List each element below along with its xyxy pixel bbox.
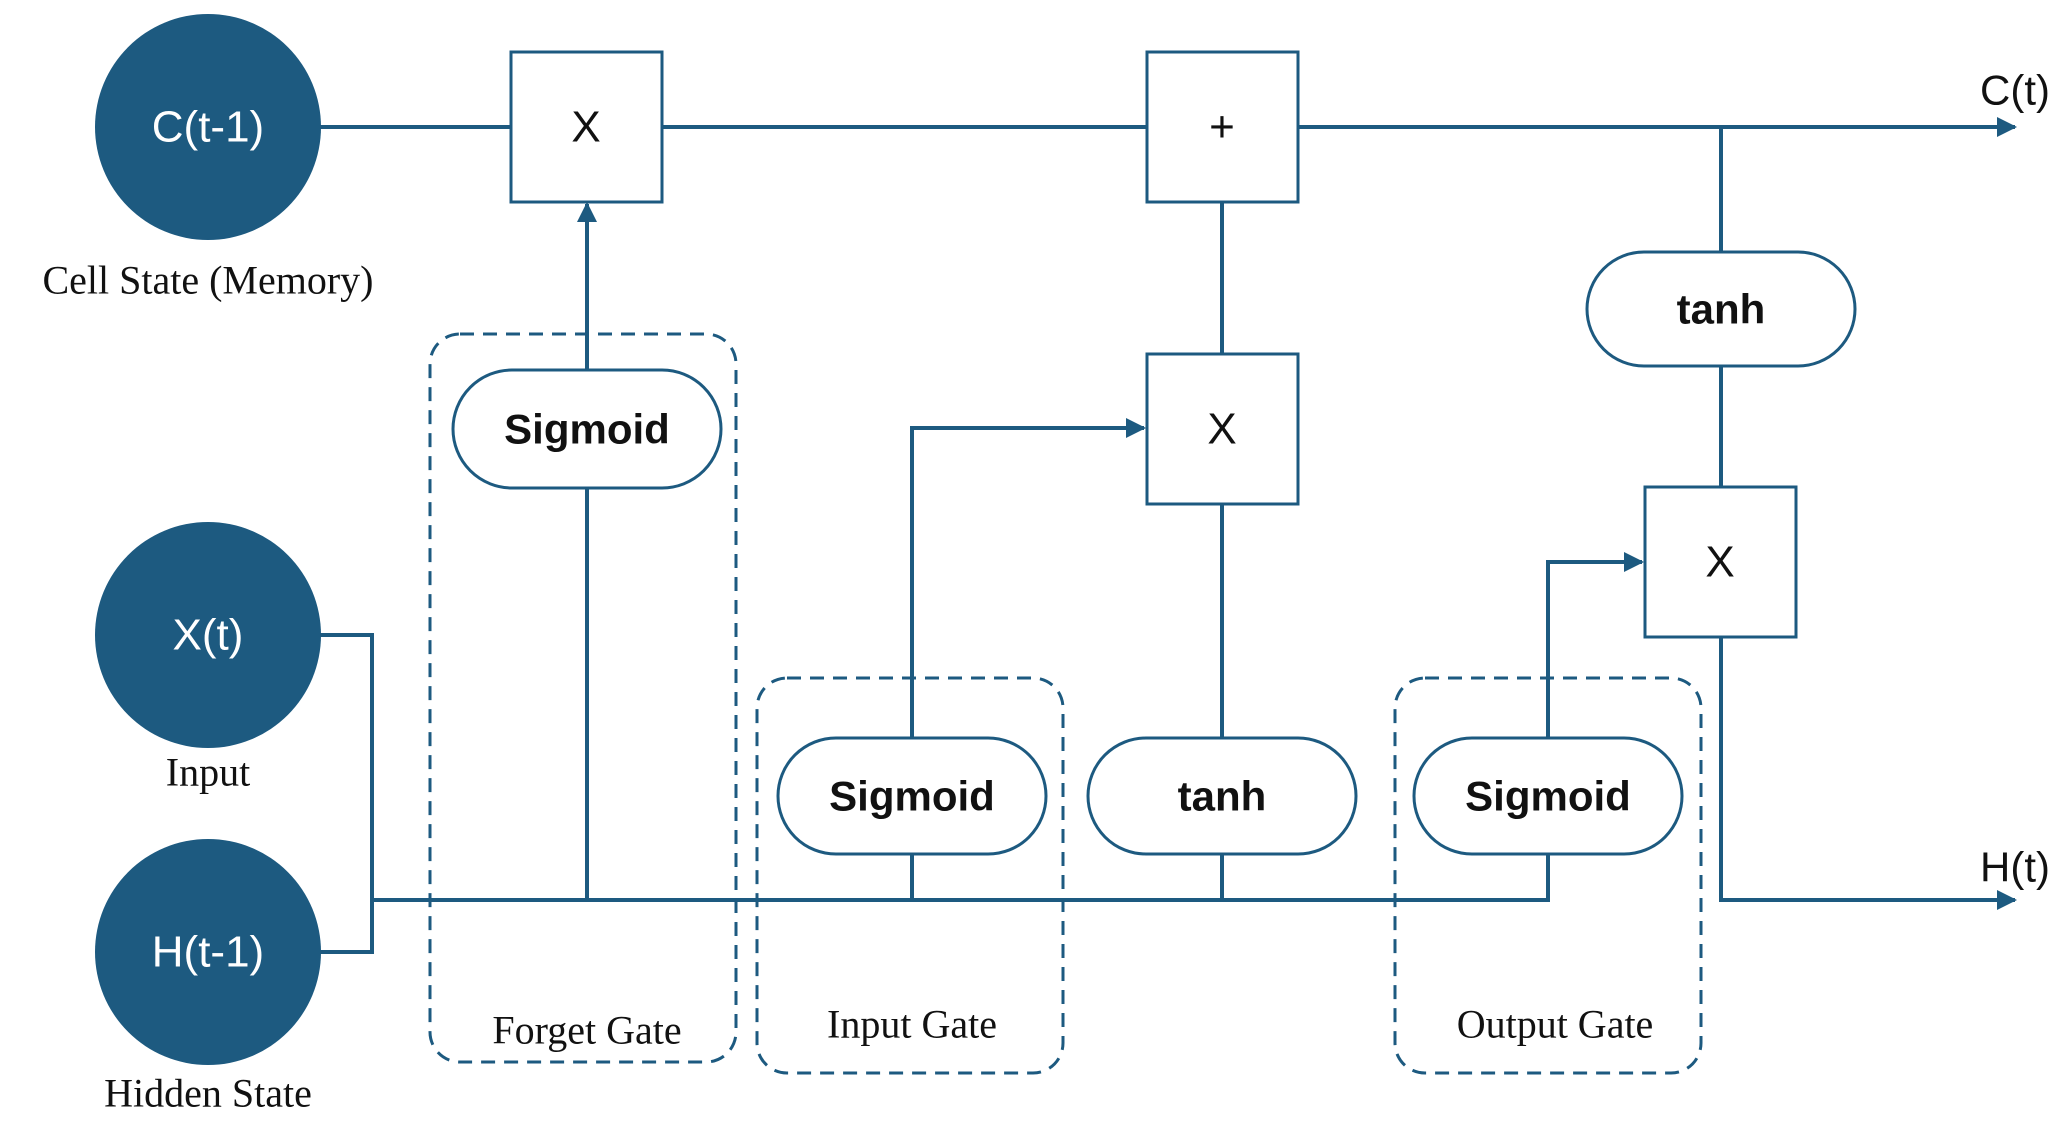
candidate-tanh-pill: tanh (1086, 736, 1358, 856)
input-gate-label: Input Gate (827, 1002, 997, 1047)
cell-state-prev-symbol: C(t-1) (152, 103, 264, 152)
cell-state-prev-node: C(t-1) (95, 14, 321, 240)
cell-state-output-label: C(t) (1980, 67, 2050, 114)
cell-tanh-pill: tanh (1585, 250, 1857, 368)
hidden-state-output-label: H(t) (1980, 844, 2050, 891)
output-gate-arrow (1546, 552, 1644, 738)
input-node: X(t) (95, 522, 321, 748)
combined-input-bus (372, 850, 1550, 902)
output-gate-label: Output Gate (1457, 1002, 1654, 1047)
hidden-state-caption: Hidden State (104, 1071, 312, 1116)
cell-state-caption: Cell State (Memory) (42, 258, 373, 303)
input-symbol: X(t) (173, 611, 244, 660)
input-sigmoid-pill: Sigmoid (776, 736, 1048, 856)
output-multiply-box: X (1643, 485, 1798, 639)
cell-add-box: + (1145, 50, 1300, 204)
forget-sigmoid-label: Sigmoid (504, 406, 670, 453)
forget-multiply-box: X (509, 50, 664, 204)
candidate-tanh-label: tanh (1178, 773, 1267, 820)
input-multiply-box: X (1145, 352, 1300, 506)
cell-add-symbol: + (1209, 103, 1235, 152)
output-gate-frame (1393, 676, 1703, 1075)
cell-tanh-label: tanh (1677, 286, 1766, 333)
input-x-connector (320, 633, 374, 954)
output-multiply-symbol: X (1705, 538, 1734, 587)
hidden-output-arrow (1719, 637, 2017, 910)
forget-sigmoid-pill: Sigmoid (451, 368, 723, 490)
hidden-state-prev-symbol: H(t-1) (152, 928, 264, 977)
forget-multiply-symbol: X (571, 103, 600, 152)
output-sigmoid-pill: Sigmoid (1412, 736, 1684, 856)
hidden-state-prev-node: H(t-1) (95, 839, 321, 1065)
input-multiply-symbol: X (1207, 405, 1236, 454)
input-sigmoid-label: Sigmoid (829, 773, 995, 820)
forget-gate-label: Forget Gate (492, 1008, 681, 1053)
input-gate-frame (755, 676, 1065, 1075)
forget-gate-frame (428, 332, 738, 1064)
input-caption: Input (166, 750, 250, 795)
output-sigmoid-label: Sigmoid (1465, 773, 1631, 820)
